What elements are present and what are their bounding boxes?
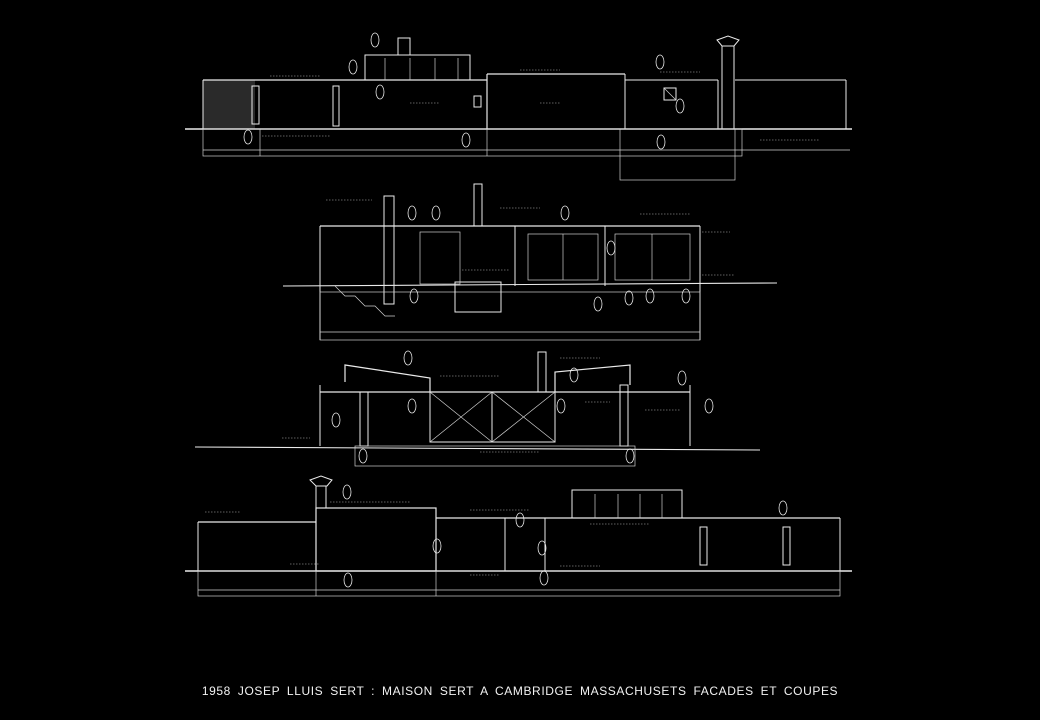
elevation-bottom	[185, 475, 852, 597]
section-upper-middle	[282, 183, 778, 341]
elevation-top	[185, 32, 852, 181]
drawing-caption: 1958 JOSEP LLUIS SERT : MAISON SERT A CA…	[201, 684, 839, 698]
section-lower-middle	[194, 350, 761, 467]
